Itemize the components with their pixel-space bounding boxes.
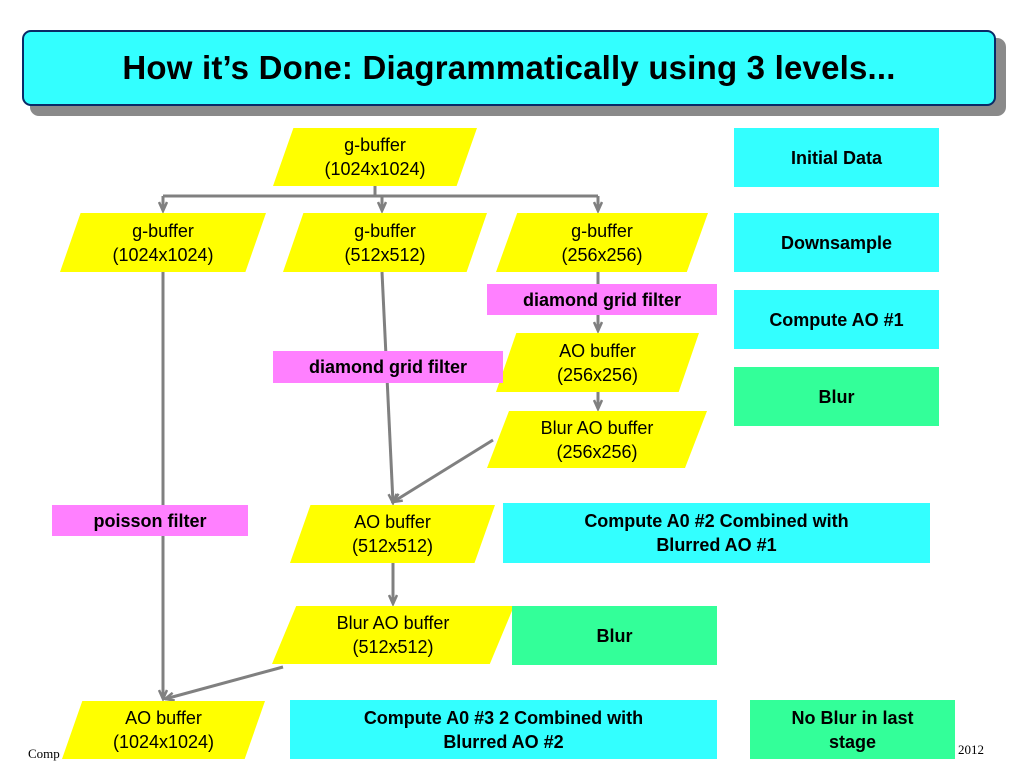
stage-compute-ao-1: Compute AO #1 (734, 290, 939, 349)
ao-buffer-256: AO buffer (256x256) (496, 333, 699, 392)
stage-no-blur: No Blur in last stage (750, 700, 955, 759)
blur-ao-buffer-256-size: (256x256) (556, 441, 638, 462)
stage-initial-data: Initial Data (734, 128, 939, 187)
ao-buffer-1024-name: AO buffer (125, 708, 202, 728)
stage-downsample-label: Downsample (780, 232, 893, 253)
diamond-filter-256-label: diamond grid filter (522, 289, 681, 310)
gbuffer-256: g-buffer (256x256) (496, 213, 708, 272)
blur-ao-buffer-512: Blur AO buffer (512x512) (272, 606, 514, 664)
ao-buffer-512-name: AO buffer (354, 512, 431, 532)
diamond-filter-512: diamond grid filter (273, 351, 503, 383)
diamond-filter-512-label: diamond grid filter (308, 357, 467, 377)
stage-compute-ao-3: Compute A0 #3 2 Combined with Blurred AO… (290, 700, 717, 759)
line-g512-down (380, 271, 393, 503)
gbuffer-1024: g-buffer (1024x1024) (60, 213, 266, 272)
stage-compute-ao-1-label: Compute AO #1 (769, 309, 904, 330)
stage-compute-ao-2: Compute A0 #2 Combined with Blurred AO #… (503, 503, 930, 563)
ao-buffer-256-size: (256x256) (556, 364, 639, 385)
stage-compute-ao-2-line1: Compute A0 #2 Combined with (584, 511, 849, 531)
footer-right: 2012 (958, 742, 984, 757)
stage-compute-ao-2-line2: Blurred AO #1 (656, 535, 777, 555)
gbuffer-top: g-buffer (1024x1024) (273, 128, 477, 186)
gbuffer-512-size: (512x512) (344, 244, 426, 265)
poisson-filter-label: poisson filter (93, 510, 207, 531)
stage-no-blur-line2: stage (828, 731, 877, 752)
stage-initial-data-label: Initial Data (790, 147, 883, 168)
slide-title: How it’s Done: Diagrammatically using 3 … (122, 49, 896, 86)
gbuffer-256-size: (256x256) (561, 244, 643, 265)
gbuffer-512-name: g-buffer (354, 220, 416, 241)
footer-left: Comp (28, 746, 60, 761)
gbuffer-top-name: g-buffer (344, 135, 406, 155)
stage-compute-ao-3-line2: Blurred AO #2 (443, 731, 564, 752)
poisson-filter: poisson filter (52, 505, 248, 536)
blur-ao-buffer-256: Blur AO buffer (256x256) (487, 411, 707, 468)
blur-ao-buffer-256-name: Blur AO buffer (540, 417, 654, 438)
line-blur512-to-ao1024 (165, 665, 284, 699)
stage-blur-1-label: Blur (818, 386, 855, 407)
title-banner: How it’s Done: Diagrammatically using 3 … (22, 30, 996, 106)
gbuffer-top-size: (1024x1024) (324, 159, 426, 179)
ao-buffer-1024-size: (1024x1024) (112, 732, 215, 752)
gbuffer-1024-size: (1024x1024) (112, 244, 214, 265)
ao-buffer-1024: AO buffer (1024x1024) (62, 701, 265, 759)
gbuffer-512: g-buffer (512x512) (283, 213, 487, 272)
blur-ao-buffer-512-name: Blur AO buffer (336, 613, 450, 633)
stage-compute-ao-3-line1: Compute A0 #3 2 Combined with (363, 707, 644, 728)
diamond-filter-256: diamond grid filter (487, 284, 717, 315)
ao-buffer-512: AO buffer (512x512) (290, 505, 495, 563)
ao-buffer-256-name: AO buffer (559, 340, 636, 361)
stage-blur-2-label: Blur (596, 625, 633, 646)
line-blur256-to-ao512 (393, 438, 494, 502)
blur-ao-buffer-512-size: (512x512) (352, 637, 434, 657)
stage-no-blur-line1: No Blur in last (791, 707, 914, 728)
gbuffer-1024-name: g-buffer (132, 220, 194, 241)
stage-blur-2: Blur (512, 606, 717, 665)
stage-blur-1: Blur (734, 367, 939, 426)
stage-downsample: Downsample (734, 213, 939, 272)
ao-buffer-512-size: (512x512) (351, 536, 434, 556)
gbuffer-256-name: g-buffer (571, 220, 633, 241)
